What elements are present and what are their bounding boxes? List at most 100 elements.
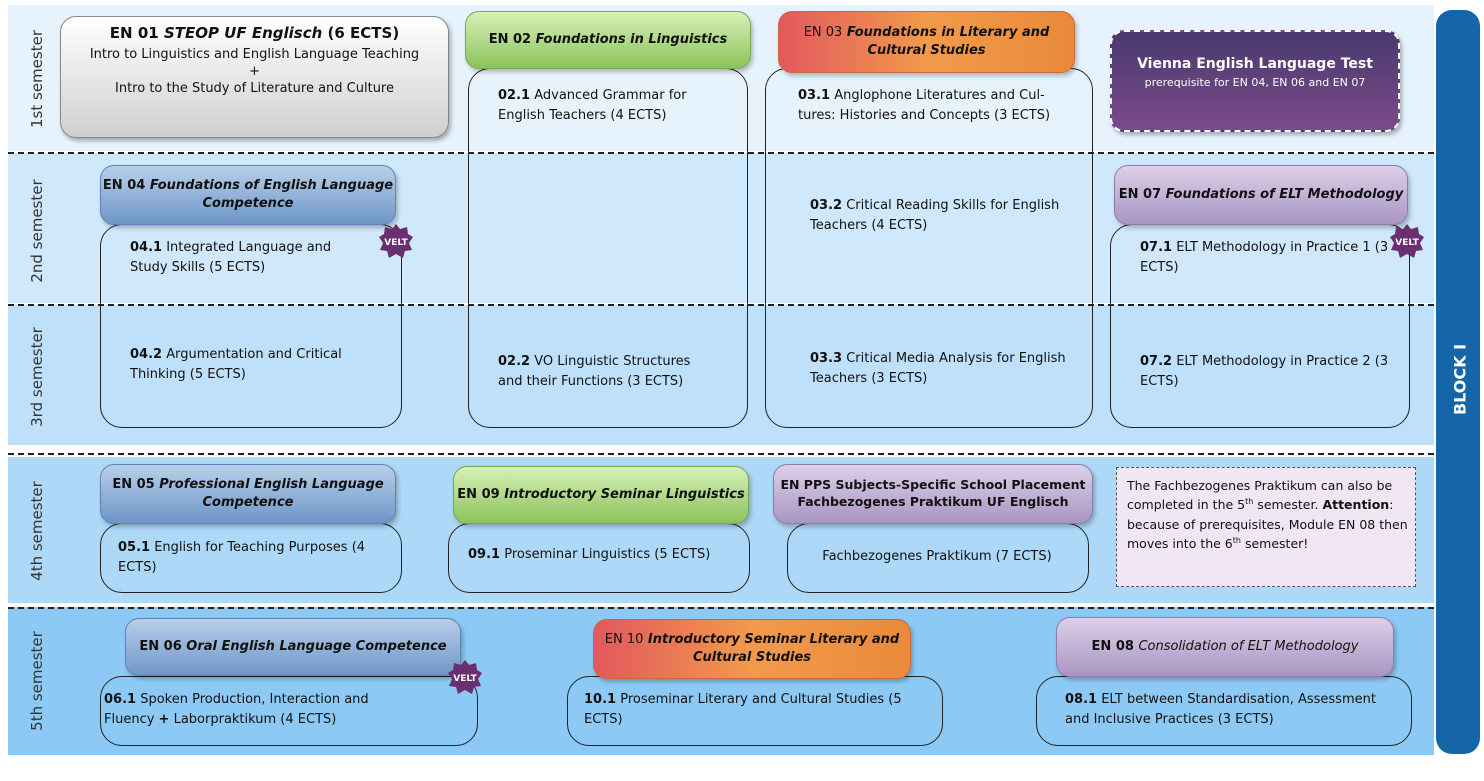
en07-course-1-code: 07.1 (1140, 240, 1173, 255)
block-bar (1436, 10, 1480, 754)
note-box: The Fachbezogenes Praktikum can also be … (1116, 467, 1416, 587)
en02-course-1-text: Advanced Grammar for English Teachers (4… (498, 88, 687, 124)
separator-3 (8, 453, 1434, 455)
block-label: BLOCK I (1450, 343, 1470, 416)
en06-course-1: 06.1 Spoken Production, Interaction and … (104, 690, 404, 730)
en02-course-1: 02.1 Advanced Grammar for English Teache… (498, 86, 730, 126)
en06-course-box (100, 676, 478, 746)
en04-course-2: 04.2 Argumentation and Critical Thinking… (130, 345, 370, 385)
separator-4 (8, 607, 1434, 609)
en08-course-1-code: 08.1 (1065, 692, 1098, 707)
velt-badge-icon: VELT (379, 224, 413, 258)
velt-badge-text: VELT (384, 238, 408, 248)
en07-course-1-text: ELT Methodology in Practice 1 (3 ECTS) (1140, 240, 1389, 276)
en02-code: EN 02 (488, 32, 532, 48)
en03-course-1: 03.1 Anglophone Literatures and Cul-ture… (798, 86, 1078, 126)
en07-course-2-text: ELT Methodology in Practice 2 (3 ECTS) (1140, 354, 1389, 390)
en02-course-2-code: 02.2 (498, 354, 531, 369)
en02-course-2-text: VO Linguistic Structures and their Funct… (498, 354, 691, 390)
velt-test-sub: prerequisite for EN 04, EN 06 and EN 07 (1144, 76, 1366, 89)
en10-course-1-text: Proseminar Literary and Cultural Studies… (584, 692, 902, 728)
en10-course-1: 10.1 Proseminar Literary and Cultural St… (584, 690, 924, 730)
en07-course-2: 07.2 ELT Methodology in Practice 2 (3 EC… (1140, 352, 1390, 392)
en03-title: Foundations in Literary and Cultural Stu… (846, 25, 1050, 58)
en07-code: EN 07 (1118, 187, 1162, 203)
en03-course-3-code: 03.3 (810, 351, 843, 366)
note-attention: Attention (1322, 497, 1390, 513)
en09-course-1-code: 09.1 (468, 547, 501, 562)
en03-course-1-code: 03.1 (798, 88, 831, 103)
note-text-2: : because of prerequisites, Module EN 08… (1127, 497, 1408, 552)
en07-course-1: 07.1 ELT Methodology in Practice 1 (3 EC… (1140, 238, 1390, 278)
en08-title: Consolidation of ELT Methodology (1138, 639, 1359, 655)
en10-title: Introductory Seminar Literary and Cultur… (647, 632, 900, 665)
en08-code: EN 08 (1091, 639, 1134, 655)
en04-course-1: 04.1 Integrated Language and Study Skill… (130, 238, 370, 278)
en03-course-2-text: Critical Reading Skills for English Teac… (810, 198, 1060, 234)
pps-header: EN PPS Subjects-Specific School Placemen… (773, 464, 1093, 524)
en01-ects: (6 ECTS) (327, 24, 400, 42)
en05-header: EN 05 Professional English Language Comp… (100, 464, 396, 524)
en06-course-1-plus: + (158, 712, 170, 728)
en06-header: EN 06 Oral English Language Competence (125, 618, 461, 676)
en10-code: EN 10 (604, 632, 644, 648)
en10-course-1-code: 10.1 (584, 692, 617, 707)
en03-course-2: 03.2 Critical Reading Skills for English… (810, 196, 1072, 236)
en07-title: Foundations of ELT Methodology (1165, 187, 1404, 203)
en02-course-2: 02.2 VO Linguistic Structures and their … (498, 352, 716, 392)
en04-course-1-text: Integrated Language and Study Skills (5 … (130, 240, 332, 276)
note-text-1b: semester. (1253, 497, 1319, 513)
en06-course-1-text-a: Spoken Production, Interaction and Fluen… (104, 692, 369, 728)
en10-header: EN 10 Introductory Seminar Literary and … (593, 619, 911, 679)
en04-course-2-text: Argumentation and Critical Thinking (5 E… (130, 347, 342, 383)
en06-course-1-text-b: Laborpraktikum (4 ECTS) (169, 712, 337, 728)
en05-title: Professional English Language Competence (159, 477, 384, 510)
separator-2 (8, 304, 1434, 306)
en07-course-2-code: 07.2 (1140, 354, 1173, 369)
en04-course-1-code: 04.1 (130, 240, 163, 255)
en05-course-1-code: 05.1 (118, 540, 151, 555)
en06-course-1-code: 06.1 (104, 692, 137, 707)
en02-course-1-code: 02.1 (498, 88, 531, 103)
en08-course-1-text: ELT between Standardisation, Assessment … (1065, 692, 1376, 728)
en04-course-2-code: 04.2 (130, 347, 163, 362)
note-text-2b: semester! (1240, 536, 1309, 552)
pps-header-line2: Fachbezogenes Praktikum UF Englisch (797, 494, 1069, 509)
en08-course-1: 08.1 ELT between Standardisation, Assess… (1065, 690, 1395, 730)
pps-header-line1: EN PPS Subjects-Specific School Placemen… (780, 477, 1086, 493)
en01-line2: Intro to the Study of Literature and Cul… (115, 81, 394, 96)
velt-badge-icon: VELT (1390, 224, 1424, 258)
en06-title: Oral English Language Competence (186, 639, 447, 655)
en05-course-1: 05.1 English for Teaching Purposes (4 EC… (118, 538, 380, 578)
velt-badge-icon: VELT (448, 660, 482, 694)
note-sup-1: th (1245, 497, 1254, 507)
en04-header: EN 04 Foundations of English Language Co… (100, 165, 396, 225)
semester-label-5: 5th semester (28, 631, 46, 731)
semester-band-3 (8, 305, 1434, 445)
pps-course-1: Fachbezogenes Praktikum (7 ECTS) (822, 549, 1052, 564)
en09-course-1-text: Proseminar Linguistics (5 ECTS) (504, 547, 711, 562)
en09-header: EN 09 Introductory Seminar Linguistics (453, 466, 749, 524)
en09-code: EN 09 (457, 487, 500, 503)
en09-title: Introductory Seminar Linguistics (504, 487, 745, 503)
en04-title: Foundations of English Language Competen… (149, 178, 394, 211)
en07-header: EN 07 Foundations of ELT Methodology (1114, 165, 1408, 225)
en03-code: EN 03 (803, 25, 843, 41)
note-text-1: The Fachbezogenes Praktikum can also be … (1127, 478, 1393, 513)
en01-title: STEOP UF Englisch (163, 24, 323, 42)
en01-module: EN 01 STEOP UF Englisch (6 ECTS) Intro t… (60, 16, 449, 138)
en08-header: EN 08 Consolidation of ELT Methodology (1056, 617, 1394, 677)
en03-course-1-text: Anglophone Literatures and Cul-tures: Hi… (798, 88, 1051, 124)
en03-header: EN 03 Foundations in Literary and Cultur… (778, 11, 1075, 73)
velt-test-box: Vienna English Language Test prerequisit… (1110, 30, 1400, 132)
en05-code: EN 05 (112, 477, 155, 493)
note-sup-2: th (1232, 535, 1241, 545)
velt-badge-text: VELT (1395, 238, 1419, 248)
en03-course-2-code: 03.2 (810, 198, 843, 213)
en02-title: Foundations in Linguistics (535, 32, 728, 48)
en02-header: EN 02 Foundations in Linguistics (465, 11, 751, 69)
velt-badge-text: VELT (453, 674, 477, 684)
en01-line1: Intro to Linguistics and English Languag… (89, 47, 420, 62)
en04-code: EN 04 (102, 178, 146, 194)
en03-course-3-text: Critical Media Analysis for English Teac… (810, 351, 1066, 387)
